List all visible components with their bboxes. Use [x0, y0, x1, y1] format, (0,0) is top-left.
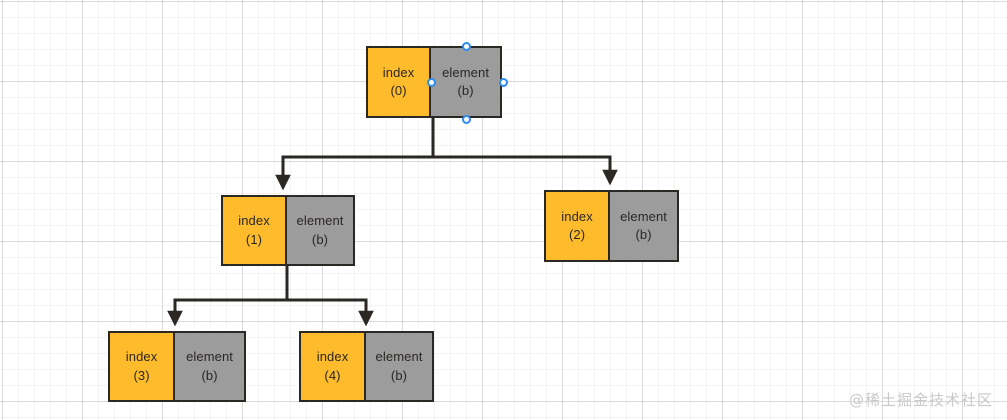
node-element-cell[interactable]: element (b) [287, 197, 353, 264]
node-element-cell[interactable]: element (b) [366, 333, 432, 400]
resize-handle-left[interactable] [426, 77, 436, 87]
node-element-label: element [442, 64, 490, 80]
edge-n0-to-n1[interactable] [275, 118, 435, 191]
node-element-value: (b) [390, 367, 408, 383]
node-index-label: index [125, 349, 158, 365]
resize-handle-bottom[interactable] [461, 114, 471, 124]
node-index-cell[interactable]: index (4) [301, 333, 367, 400]
node-element-label: element [186, 349, 234, 365]
node-index-cell[interactable]: index (2) [546, 192, 611, 260]
tree-node-3[interactable]: index (3) element (b) [108, 331, 246, 402]
node-element-label: element [296, 213, 344, 229]
node-index-value: (2) [568, 227, 586, 242]
node-index-value: (0) [390, 83, 407, 98]
node-element-cell[interactable]: element (b) [431, 48, 500, 116]
node-element-value: (b) [635, 227, 652, 242]
node-index-cell[interactable]: index (3) [110, 333, 176, 400]
node-element-label: element [620, 208, 668, 224]
node-element-value: (b) [457, 83, 474, 98]
node-index-cell[interactable]: index (0) [368, 48, 432, 116]
node-index-value: (4) [324, 367, 341, 383]
node-index-cell[interactable]: index (1) [223, 197, 288, 264]
node-element-value: (b) [311, 231, 329, 247]
edge-n1-to-n4[interactable] [285, 266, 374, 327]
node-index-value: (3) [133, 367, 150, 383]
node-index-label: index [238, 213, 270, 229]
node-index-value: (1) [245, 231, 263, 247]
node-index-label: index [382, 64, 415, 80]
watermark: @稀土掘金技术社区 [848, 391, 993, 409]
resize-handle-right[interactable] [498, 77, 508, 87]
tree-node-2[interactable]: index (2) element (b) [544, 190, 679, 262]
resize-handle-top[interactable] [461, 41, 471, 51]
node-element-cell[interactable]: element (b) [610, 192, 677, 260]
tree-node-4[interactable]: index (4) element (b) [299, 331, 434, 402]
node-index-label: index [561, 208, 593, 224]
node-element-label: element [375, 349, 423, 365]
node-index-label: index [316, 349, 349, 365]
node-element-cell[interactable]: element (b) [175, 333, 244, 400]
edge-n1-to-n3[interactable] [167, 266, 289, 327]
tree-node-0[interactable]: index (0) element (b) [366, 46, 502, 118]
node-element-value: (b) [201, 367, 218, 383]
edge-n0-to-n2[interactable] [431, 118, 618, 186]
tree-node-1[interactable]: index (1) element (b) [221, 195, 355, 266]
